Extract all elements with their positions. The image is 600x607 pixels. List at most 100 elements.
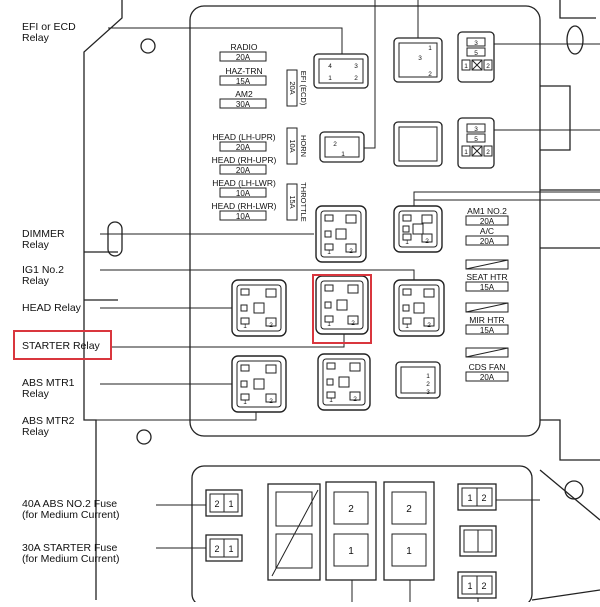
terminal-label: 2 [426, 381, 430, 388]
terminal-label: 2 [406, 504, 412, 515]
fuse-amp-label: 20A [236, 166, 251, 175]
fuse-inner [275, 491, 313, 527]
relay-pin [466, 133, 486, 143]
fuse-name-label: HAZ-TRN [225, 66, 262, 76]
fuse-amp-label: 15A [288, 195, 297, 208]
relay-inner [398, 126, 438, 162]
terminal-label: 2 [427, 322, 431, 329]
relay-inner [400, 366, 436, 394]
terminal-label: 1 [228, 544, 233, 554]
terminal-label: 3 [474, 40, 478, 47]
relay-pin [326, 362, 336, 370]
callout-abs-fuse: 40A ABS NO.2 Fuse(for Medium Current) [22, 498, 120, 521]
relay-housing [395, 361, 441, 399]
fuse-body [219, 164, 267, 175]
spare-fuse-slash [465, 347, 509, 358]
fuse-name-label: HEAD (RH-LWR) [211, 201, 276, 211]
relay-pin [338, 376, 350, 388]
relay-inner [320, 280, 364, 330]
relay-housing [231, 279, 287, 337]
relay-pin [466, 47, 486, 57]
terminal-label: 3 [426, 389, 430, 396]
fuse-name-label: AM2 [235, 89, 253, 99]
relay-housing [393, 205, 443, 253]
relay-pin [466, 123, 486, 133]
relay-housing [315, 205, 367, 263]
relay-pin [423, 317, 435, 327]
mount-hole [566, 25, 584, 55]
relay-housing [319, 131, 365, 163]
relay-pin [421, 214, 433, 224]
terminal-label: 1 [464, 149, 468, 156]
starter-label-highlight [13, 330, 112, 360]
relay-pin [345, 243, 357, 253]
relay-inner [398, 210, 438, 248]
terminal-label: 1 [426, 373, 430, 380]
relay-inner [318, 58, 364, 84]
terminal-label: 1 [327, 249, 331, 256]
relay-pin [324, 230, 332, 238]
fuse-name-label: MIR HTR [469, 315, 504, 325]
relay-pin [326, 391, 336, 399]
terminal-label: 5 [474, 136, 478, 143]
mount-hole [140, 38, 156, 54]
relay-pin [324, 284, 334, 292]
terminal-label: 1 [341, 151, 345, 158]
callout-starter-relay: STARTER Relay [22, 340, 100, 352]
fuse-amp-label: 20A [480, 237, 495, 246]
fuse-name-label: HEAD (LH-UPR) [212, 132, 275, 142]
relay-pin [335, 228, 347, 240]
relay-mid-mid [393, 121, 443, 167]
relay-inner [322, 358, 366, 406]
relay-inner [320, 210, 362, 258]
relay-top-mid: 132 [393, 37, 443, 83]
relay-pin [412, 223, 424, 235]
mount-hole [564, 480, 584, 500]
horn-relay: 21 [319, 131, 365, 163]
terminal-label: 2 [269, 322, 273, 329]
relay-inner [236, 360, 282, 408]
terminal-label: 2 [333, 141, 337, 148]
terminal-label: 5 [474, 50, 478, 57]
spare-fuse-slash [465, 259, 509, 270]
terminal-label: 4 [328, 63, 332, 70]
relay-pin [240, 393, 250, 401]
relay-inner [398, 42, 438, 78]
relay-pin [326, 378, 334, 386]
spare-fuse-slash [465, 302, 509, 313]
terminal-label: 1 [328, 75, 332, 82]
diode-box [471, 59, 483, 71]
fuse-body [219, 141, 267, 152]
relay-inner [236, 284, 282, 332]
cartridge-fuse-right: 21 [383, 481, 435, 581]
cartridge-fuse-left [267, 483, 321, 581]
callout-starter-fuse: 30A STARTER Fuse(for Medium Current) [22, 542, 120, 565]
relay-pin [347, 315, 359, 325]
relay-pin [466, 37, 486, 47]
relay-housing [393, 37, 443, 83]
terminal-label: 2 [351, 320, 355, 327]
relay-inner [324, 136, 360, 158]
fuse-name-label: EFI (ECD) [299, 71, 308, 106]
terminal-label: 2 [214, 544, 219, 554]
relay-pin [402, 288, 412, 296]
fuse-name-label: THROTTLE [299, 182, 308, 222]
relay-pin [253, 378, 265, 390]
terminal-label: 1 [428, 45, 432, 52]
terminal-label: 2 [481, 581, 486, 591]
relay-pin [324, 243, 334, 251]
relay-pin [402, 304, 410, 312]
fuse-body [465, 235, 509, 246]
diode-box [471, 145, 483, 157]
terminal-label: 2 [214, 499, 219, 509]
terminal-label: 2 [349, 248, 353, 255]
